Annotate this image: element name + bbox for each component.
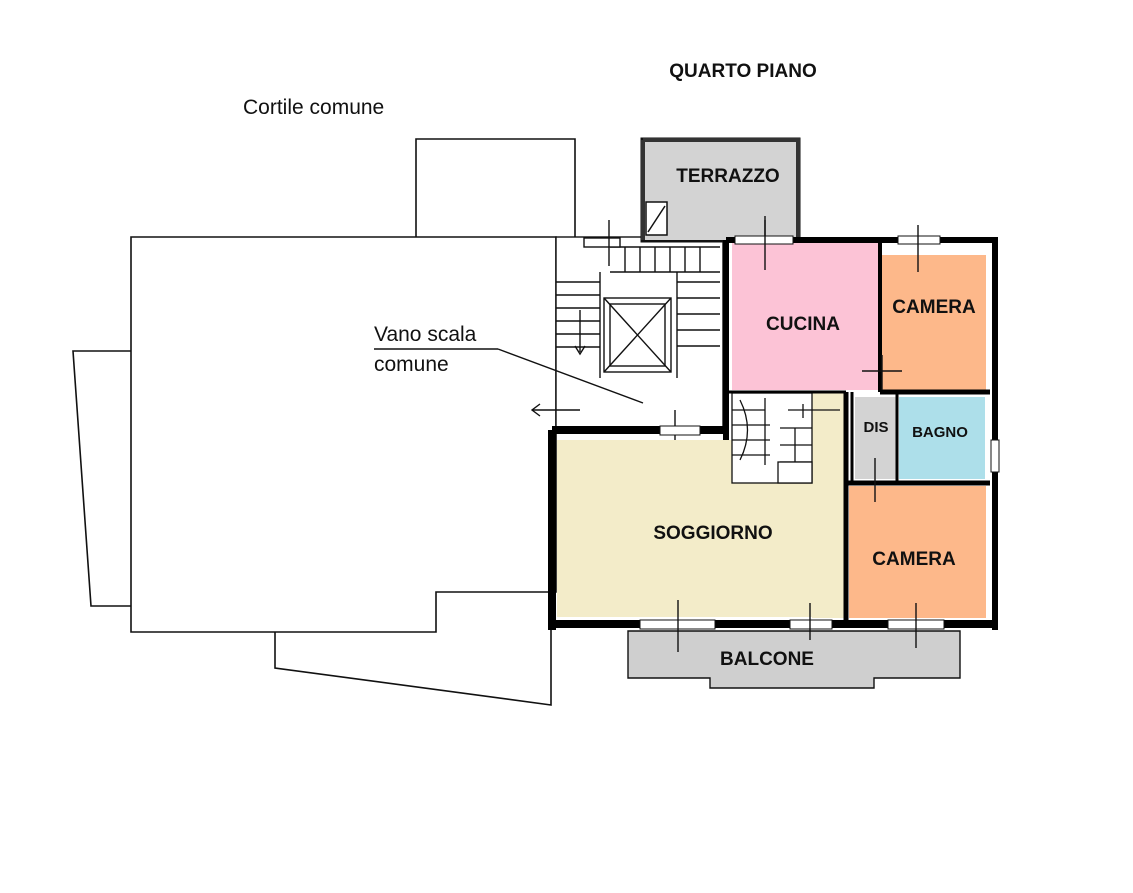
- stair-label-line2: comune: [374, 353, 449, 376]
- internal-stair: [731, 392, 840, 484]
- balcone-room: [627, 630, 961, 689]
- stairwell: [374, 220, 724, 460]
- terrazzo-room: [640, 137, 801, 270]
- cucina-label: CUCINA: [766, 314, 840, 335]
- camera-1-label: CAMERA: [892, 297, 976, 318]
- bagno-room: [899, 397, 985, 479]
- bagno-label: BAGNO: [912, 424, 968, 441]
- camera-2-room: [849, 486, 986, 618]
- courtyard-label: Cortile comune: [243, 96, 384, 119]
- dis-label: DIS: [863, 419, 888, 436]
- terrazzo-label: TERRAZZO: [676, 166, 779, 187]
- floor-title: QUARTO PIANO: [669, 61, 816, 82]
- cucina-room: [732, 242, 880, 390]
- courtyard-outline: [72, 138, 576, 706]
- camera-1-room: [882, 255, 986, 390]
- openings: [639, 220, 1000, 652]
- soggiorno-label: SOGGIORNO: [653, 523, 772, 544]
- stair-label-line1: Vano scala: [374, 323, 477, 346]
- camera-2-label: CAMERA: [872, 549, 956, 570]
- balcone-label: BALCONE: [720, 649, 814, 670]
